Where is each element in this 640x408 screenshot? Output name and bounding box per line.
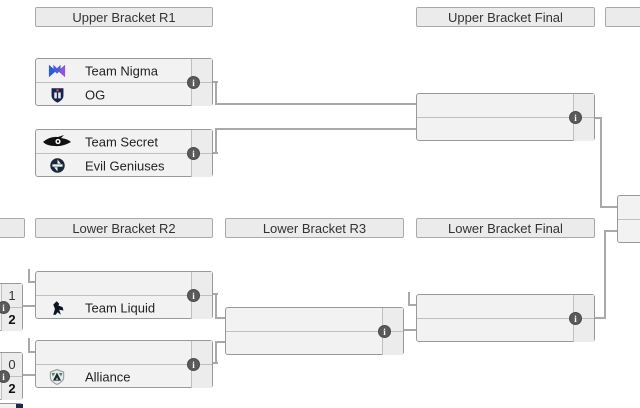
team-nigma-logo — [46, 61, 68, 81]
match-ub-final: i — [416, 93, 595, 141]
connector-line — [600, 117, 602, 208]
empty-row — [417, 94, 594, 118]
info-icon[interactable]: i — [187, 358, 200, 371]
connector-line — [604, 230, 617, 232]
info-icon[interactable]: i — [187, 289, 200, 302]
score-cell: 2 — [1, 377, 22, 400]
empty-row — [226, 332, 403, 355]
team-name: Team Secret — [85, 134, 158, 149]
empty-row — [618, 196, 640, 220]
evil-geniuses-logo — [46, 156, 68, 176]
connector-hook-stub — [28, 269, 30, 283]
match-ub-r1-m1: Team Nigma OG i — [35, 58, 213, 106]
connector-line — [23, 305, 35, 307]
empty-row — [36, 272, 212, 296]
info-icon[interactable]: i — [569, 312, 582, 325]
connector-line — [595, 317, 606, 319]
header-label: Lower Bracket Final — [448, 220, 563, 236]
team-row[interactable]: 2 — [0, 377, 22, 400]
connector-hook-stub — [408, 292, 410, 306]
score-cell — [191, 154, 212, 177]
connector-line — [404, 329, 416, 331]
og-logo — [46, 85, 68, 105]
match-lb-r3: i — [225, 307, 404, 355]
connector-line — [604, 230, 606, 319]
bracket-header-upper-final: Upper Bracket Final — [416, 7, 595, 27]
bracket-header-grand-final-cutoff — [605, 7, 640, 27]
team-name: Alliance — [85, 369, 131, 384]
bracket-header-lower-r1-cutoff — [0, 218, 25, 238]
empty-row — [36, 341, 212, 365]
match-lb-r1-m1-cutoff: 1 2 i — [0, 283, 23, 331]
team-row[interactable]: Evil Geniuses — [36, 154, 212, 177]
info-icon[interactable]: i — [0, 301, 10, 314]
team-liquid-logo — [46, 298, 68, 318]
info-icon[interactable]: i — [569, 111, 582, 124]
team-name: Team Liquid — [85, 300, 156, 315]
info-icon[interactable]: i — [187, 76, 200, 89]
connector-line — [215, 341, 217, 364]
info-icon[interactable]: i — [378, 325, 391, 338]
empty-row — [618, 220, 640, 243]
team-row[interactable]: 2 — [0, 308, 22, 331]
match-grand-final-cutoff — [617, 195, 640, 243]
team-name: Evil Geniuses — [85, 158, 165, 173]
team-row[interactable]: Team Secret — [36, 130, 212, 154]
match-lb-r2-m1: Team Liquid i — [35, 271, 213, 319]
connector-line — [595, 117, 602, 119]
connector-line — [215, 341, 225, 343]
header-label: Lower Bracket R3 — [262, 220, 367, 236]
cutoff-logo-fragment — [16, 404, 23, 408]
connector-line — [23, 374, 35, 376]
score-cell — [191, 83, 212, 106]
info-icon[interactable]: i — [187, 147, 200, 160]
connector-hook — [28, 281, 36, 283]
match-lb-final: i — [416, 294, 595, 342]
connector-hook — [28, 351, 36, 353]
match-lb-r1-m2-cutoff: 0 2 i — [0, 352, 23, 400]
team-secret-logo — [41, 132, 73, 152]
team-row[interactable]: Team Nigma — [36, 59, 212, 83]
connector-line — [215, 128, 217, 154]
score-cell — [573, 319, 594, 342]
empty-row — [226, 308, 403, 332]
team-name: OG — [85, 87, 106, 102]
team-row[interactable]: OG — [36, 83, 212, 106]
connector-line — [215, 81, 217, 105]
bracket-header-lower-r3: Lower Bracket R3 — [225, 218, 404, 238]
connector-hook-stub — [28, 338, 30, 353]
bracket-header-lower-r2: Lower Bracket R2 — [35, 218, 213, 238]
connector-line — [215, 293, 217, 319]
connector-line — [215, 128, 416, 130]
connector-hook — [408, 304, 416, 306]
connector-line — [215, 103, 416, 105]
empty-row — [417, 319, 594, 342]
bracket-header-upper-r1: Upper Bracket R1 — [35, 7, 213, 27]
connector-line — [600, 206, 617, 208]
team-name: Team Nigma — [85, 63, 158, 78]
score-cell — [573, 118, 594, 141]
alliance-logo — [46, 367, 68, 387]
score-cell — [191, 365, 212, 388]
score-cell — [382, 332, 403, 355]
team-row[interactable]: Team Liquid — [36, 296, 212, 319]
match-lb-r2-m2: Alliance i — [35, 340, 213, 388]
info-icon[interactable]: i — [0, 370, 10, 383]
match-ub-r1-m2: Team Secret Evil Geniuses i — [35, 129, 213, 177]
empty-row — [417, 118, 594, 141]
bracket-header-lower-final: Lower Bracket Final — [416, 218, 595, 238]
empty-row — [417, 295, 594, 319]
header-label: Upper Bracket Final — [448, 9, 563, 25]
team-row[interactable]: Alliance — [36, 365, 212, 388]
header-label: Lower Bracket R2 — [72, 220, 176, 236]
score-cell — [191, 296, 212, 319]
header-label: Upper Bracket R1 — [72, 9, 176, 25]
score-cell: 2 — [1, 308, 22, 331]
connector-line — [215, 317, 225, 319]
